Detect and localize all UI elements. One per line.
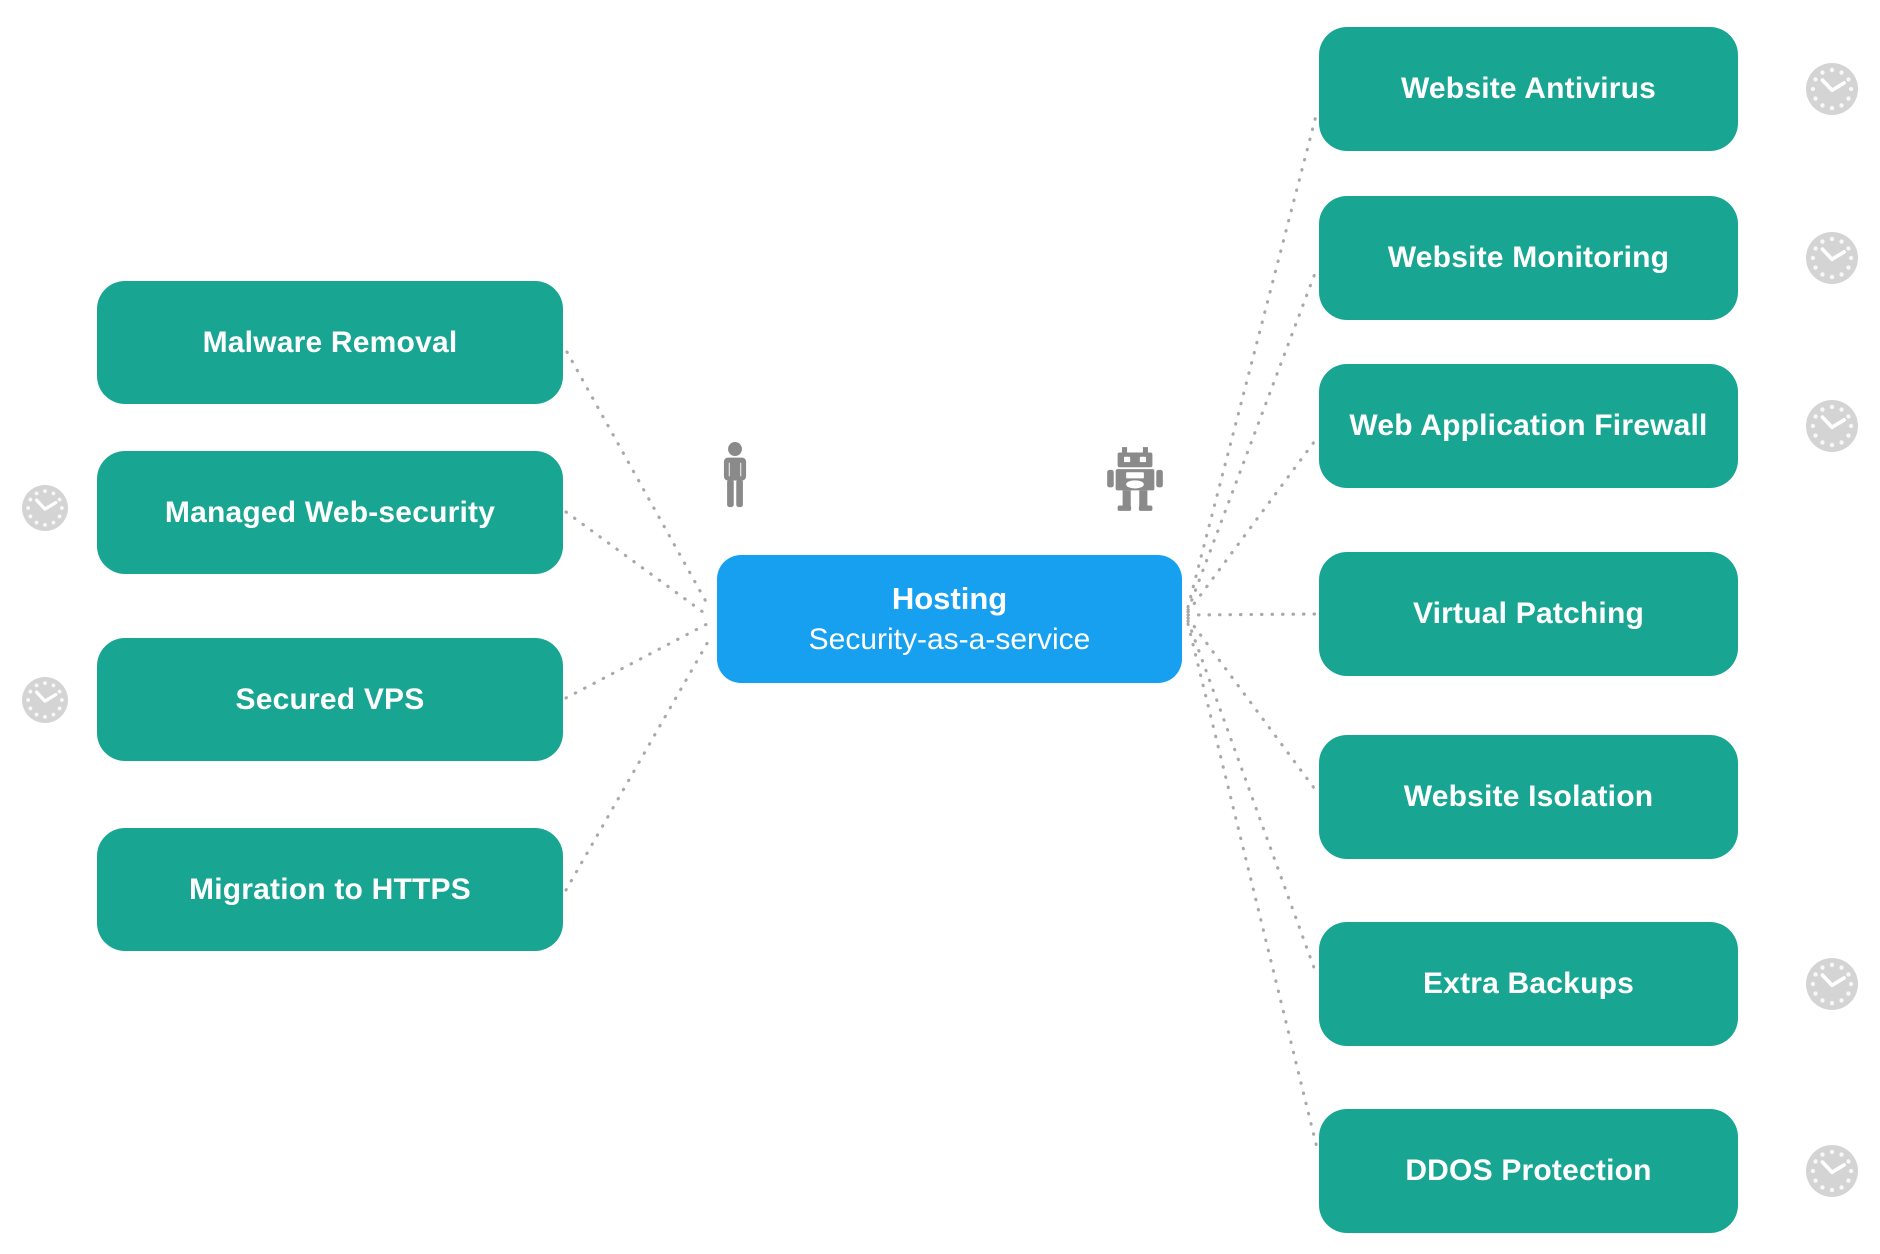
connector-line	[564, 622, 709, 700]
clock-icon	[1806, 1145, 1858, 1197]
node-managed-web-security[interactable]: Managed Web-security	[97, 451, 563, 574]
robot-icon	[1106, 442, 1164, 516]
node-label: Secured VPS	[235, 682, 425, 716]
node-website-antivirus[interactable]: Website Antivirus	[1319, 27, 1738, 151]
node-label: Malware Removal	[202, 325, 458, 359]
connector-line	[1186, 266, 1319, 612]
clock-icon	[1806, 63, 1858, 115]
connector-line	[1186, 110, 1319, 609]
clock-icon	[22, 485, 68, 531]
clock-icon	[1806, 958, 1858, 1010]
node-label: Managed Web-security	[164, 495, 496, 529]
connector-line	[564, 510, 709, 617]
node-web-application-firewall[interactable]: Web Application Firewall	[1319, 364, 1738, 488]
node-label: Website Antivirus	[1400, 72, 1657, 105]
node-label: Web Application Firewall	[1349, 409, 1708, 442]
node-hosting-security-as-a-service[interactable]: Hosting Security-as-a-service	[717, 555, 1182, 683]
node-website-isolation[interactable]: Website Isolation	[1319, 735, 1738, 859]
node-label: Website Isolation	[1403, 780, 1654, 813]
center-node-subtitle: Security-as-a-service	[808, 622, 1091, 656]
connector-line	[565, 350, 711, 609]
clock-icon	[22, 677, 68, 723]
node-label: Extra Backups	[1422, 967, 1635, 1000]
node-label: Migration to HTTPS	[189, 872, 471, 906]
node-migration-to-https[interactable]: Migration to HTTPS	[97, 828, 563, 951]
center-node-title: Hosting	[891, 581, 1008, 617]
node-label: DDOS Protection	[1405, 1154, 1652, 1187]
node-label: Website Monitoring	[1387, 241, 1670, 274]
node-label: Virtual Patching	[1412, 597, 1645, 630]
node-malware-removal[interactable]: Malware Removal	[97, 281, 563, 404]
connector-line	[564, 638, 711, 892]
node-extra-backups[interactable]: Extra Backups	[1319, 922, 1738, 1046]
node-secured-vps[interactable]: Secured VPS	[97, 638, 563, 761]
connector-line	[1186, 622, 1319, 1150]
connector-line	[1186, 616, 1319, 794]
node-website-monitoring[interactable]: Website Monitoring	[1319, 196, 1738, 320]
node-ddos-protection[interactable]: DDOS Protection	[1319, 1109, 1738, 1233]
clock-icon	[1806, 232, 1858, 284]
node-virtual-patching[interactable]: Virtual Patching	[1319, 552, 1738, 676]
clock-icon	[1806, 400, 1858, 452]
person-icon	[716, 440, 754, 522]
connector-line	[1186, 436, 1319, 614]
connector-line	[1186, 619, 1319, 978]
connector-line	[1186, 612, 1319, 617]
